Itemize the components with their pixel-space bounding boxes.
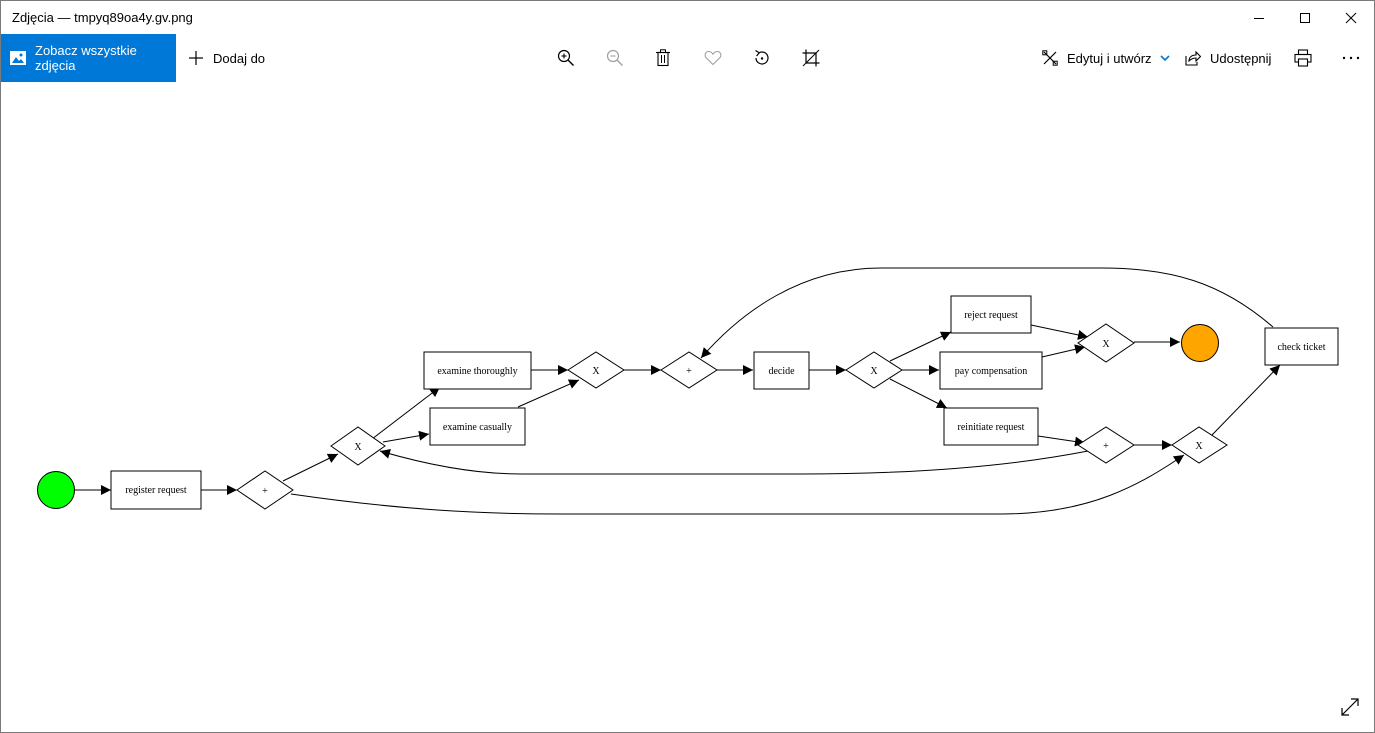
favorite-button[interactable]	[693, 34, 733, 82]
edge	[1041, 344, 1086, 358]
close-icon	[1345, 12, 1357, 23]
task-pay-compensation: pay compensation	[939, 351, 1043, 390]
start-event	[37, 471, 75, 509]
edge	[282, 453, 339, 482]
edge	[1037, 435, 1086, 447]
gateway-label: X	[1102, 339, 1110, 350]
zoom-in-button[interactable]	[546, 34, 586, 82]
picture-icon	[10, 51, 26, 65]
task-check-ticket: check ticket	[1264, 327, 1339, 366]
add-to-button[interactable]: Dodaj do	[188, 34, 265, 82]
see-all-photos-button[interactable]: Zobacz wszystkie zdjęcia	[1, 34, 176, 82]
gateway-label: +	[686, 366, 692, 377]
task-label: pay compensation	[955, 366, 1027, 377]
gateway-xor-split-decide: X	[845, 351, 903, 389]
toolbar: Zobacz wszystkie zdjęcia Dodaj do	[1, 34, 1374, 82]
printer-icon	[1294, 49, 1312, 67]
gateway-label: X	[870, 366, 878, 377]
edge	[700, 267, 1274, 359]
gateway-label: +	[1103, 441, 1109, 452]
task-examine-thoroughly: examine thoroughly	[423, 351, 532, 390]
edge	[382, 430, 430, 443]
gateway-xor-join-end: X	[1077, 323, 1135, 363]
zoom-out-button[interactable]	[595, 34, 635, 82]
task-reinitiate-request: reinitiate request	[943, 407, 1039, 446]
gateway-label: +	[262, 486, 268, 497]
gateway-xor-before-check: X	[1171, 426, 1228, 464]
task-label: examine thoroughly	[437, 366, 517, 377]
bpmn-process-diagram: register request examine thoroughly exam…	[37, 267, 1339, 515]
end-event	[1181, 324, 1219, 362]
chevron-down-icon	[1159, 54, 1170, 62]
gateway-label: X	[354, 442, 362, 453]
gateway-xor-join-examine: X	[567, 351, 625, 389]
window-title: Zdjęcia — tmpyq89oa4y.gv.png	[12, 10, 193, 25]
trash-icon	[656, 49, 670, 67]
task-decide: decide	[753, 351, 810, 390]
full-screen-button[interactable]	[1337, 694, 1363, 720]
diagram-edges	[75, 267, 1281, 515]
more-options-button[interactable]	[1331, 34, 1371, 82]
edge	[379, 449, 1089, 475]
zoom-in-icon	[557, 49, 574, 66]
gateway-and-after-reinitiate: +	[1077, 426, 1135, 464]
edge	[1030, 324, 1089, 340]
edge	[517, 379, 580, 408]
expand-icon	[1341, 698, 1359, 716]
rotate-icon	[755, 49, 769, 65]
task-register-request: register request	[110, 470, 202, 510]
edge	[889, 378, 948, 409]
image-viewer-canvas: register request examine thoroughly exam…	[1, 82, 1374, 732]
crop-icon	[802, 49, 820, 67]
see-all-photos-label: Zobacz wszystkie zdjęcia	[35, 43, 137, 73]
title-bar: Zdjęcia — tmpyq89oa4y.gv.png	[1, 1, 1374, 34]
task-examine-casually: examine casually	[429, 407, 526, 446]
edge	[1211, 364, 1281, 436]
maximize-button[interactable]	[1282, 1, 1328, 34]
share-label: Udostępnij	[1210, 50, 1272, 66]
maximize-icon	[1300, 12, 1310, 23]
close-button[interactable]	[1328, 1, 1374, 34]
task-reject-request: reject request	[950, 295, 1032, 334]
task-label: reject request	[964, 310, 1018, 321]
plus-icon	[188, 50, 204, 66]
edge	[290, 454, 1185, 515]
gateway-label: X	[592, 366, 600, 377]
task-label: check ticket	[1277, 342, 1325, 353]
edit-tools-icon	[1042, 50, 1058, 66]
task-label: examine casually	[443, 422, 512, 433]
edit-create-label: Edytuj i utwórz	[1067, 50, 1152, 66]
gateway-and-join-decide: +	[660, 351, 718, 389]
zoom-out-icon	[606, 49, 623, 66]
gateway-and-split: +	[236, 470, 294, 510]
task-label: reinitiate request	[958, 422, 1025, 433]
minimize-button[interactable]	[1236, 1, 1282, 34]
more-dots-icon	[1342, 56, 1360, 60]
task-label: decide	[768, 366, 795, 377]
edge	[889, 331, 952, 362]
crop-button[interactable]	[791, 34, 831, 82]
print-button[interactable]	[1283, 34, 1323, 82]
gateway-label: X	[1195, 441, 1203, 452]
task-label: register request	[125, 485, 187, 496]
minimize-icon	[1254, 17, 1264, 19]
share-button[interactable]: Udostępnij	[1185, 34, 1271, 82]
edge	[371, 386, 441, 440]
share-icon	[1185, 50, 1201, 66]
delete-button[interactable]	[643, 34, 683, 82]
heart-icon	[704, 50, 722, 66]
gateway-xor-split-examine: X	[330, 426, 386, 466]
rotate-button[interactable]	[742, 34, 782, 82]
add-to-label: Dodaj do	[213, 50, 266, 66]
edit-create-button[interactable]: Edytuj i utwórz	[1042, 34, 1170, 82]
